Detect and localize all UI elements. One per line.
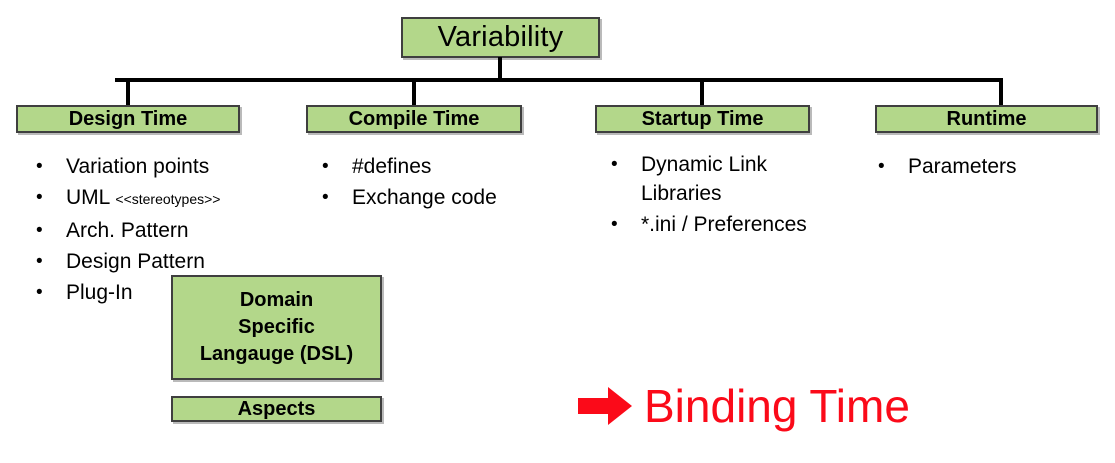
node-aspects-label: Aspects <box>237 397 316 420</box>
node-design-time[interactable]: Design Time <box>16 105 240 133</box>
list-item: • *.ini / Preferences <box>611 210 846 239</box>
connector-drop-design-time <box>126 78 130 105</box>
list-item-label: #defines <box>352 155 432 178</box>
bullet-dot-icon: • <box>611 154 618 175</box>
node-aspects[interactable]: Aspects <box>171 396 382 422</box>
connector-drop-compile-time <box>412 78 416 105</box>
list-item-label: Arch. Pattern <box>66 219 189 242</box>
list-compile-time: • #defines • Exchange code <box>322 152 572 214</box>
list-item-label: Design Pattern <box>66 250 205 273</box>
bullet-dot-icon: • <box>36 156 43 177</box>
node-dsl-line-1: Domain <box>239 289 314 311</box>
list-item-label: Dynamic Link Libraries <box>641 153 768 205</box>
bullet-dot-icon: • <box>36 220 43 241</box>
node-design-time-label: Design Time <box>68 107 188 130</box>
node-domain-specific-language[interactable]: Domain Specific Langauge (DSL) <box>171 275 382 380</box>
list-item: • UML <<stereotypes>> <box>36 183 286 214</box>
node-startup-time-label: Startup Time <box>641 107 764 130</box>
list-item: • Parameters <box>878 152 1098 181</box>
node-compile-time-label: Compile Time <box>348 107 480 130</box>
bullet-dot-icon: • <box>878 156 885 177</box>
bullet-dot-icon: • <box>322 187 329 208</box>
node-compile-time[interactable]: Compile Time <box>306 105 522 133</box>
connector-drop-startup-time <box>700 78 704 105</box>
node-variability-label: Variability <box>437 21 564 53</box>
bullet-dot-icon: • <box>322 156 329 177</box>
list-item-label: *.ini / Preferences <box>641 213 807 236</box>
right-arrow-icon <box>578 387 632 425</box>
list-startup-time: • Dynamic Link Libraries • *.ini / Preferen… <box>611 150 846 241</box>
list-item-note: <<stereotypes>> <box>115 191 221 207</box>
list-item: • Arch. Pattern <box>36 216 286 245</box>
node-runtime-label: Runtime <box>946 107 1027 130</box>
bullet-dot-icon: • <box>611 214 618 235</box>
list-item-label: Exchange code <box>352 186 497 209</box>
node-dsl-line-2: Specific <box>238 316 315 338</box>
node-startup-time[interactable]: Startup Time <box>595 105 810 133</box>
list-item: • Dynamic Link Libraries <box>611 150 846 208</box>
node-runtime[interactable]: Runtime <box>875 105 1098 133</box>
binding-time-callout: Binding Time <box>578 383 910 429</box>
bullet-dot-icon: • <box>36 187 43 208</box>
list-design-time: • Variation points • UML <<stereotypes>> • Ar… <box>36 152 286 309</box>
list-item: • Design Pattern <box>36 247 286 276</box>
connector-drop-runtime <box>999 78 1003 105</box>
connector-root-stem <box>498 57 502 81</box>
list-item-label: Plug-In <box>66 281 133 304</box>
list-item-label: Variation points <box>66 155 210 178</box>
bullet-dot-icon: • <box>36 251 43 272</box>
list-item: • #defines <box>322 152 572 181</box>
node-dsl-line-3: Langauge (DSL) <box>199 343 354 365</box>
list-item: • Exchange code <box>322 183 572 212</box>
list-item: • Variation points <box>36 152 286 181</box>
connector-horizontal-bus <box>115 78 1003 82</box>
binding-time-label: Binding Time <box>644 380 910 432</box>
list-item: • Plug-In <box>36 278 286 307</box>
list-runtime: • Parameters <box>878 152 1098 183</box>
bullet-dot-icon: • <box>36 282 43 303</box>
list-item-label: Parameters <box>908 155 1017 178</box>
node-variability[interactable]: Variability <box>401 17 600 58</box>
list-item-label: UML <<stereotypes>> <box>66 186 221 209</box>
